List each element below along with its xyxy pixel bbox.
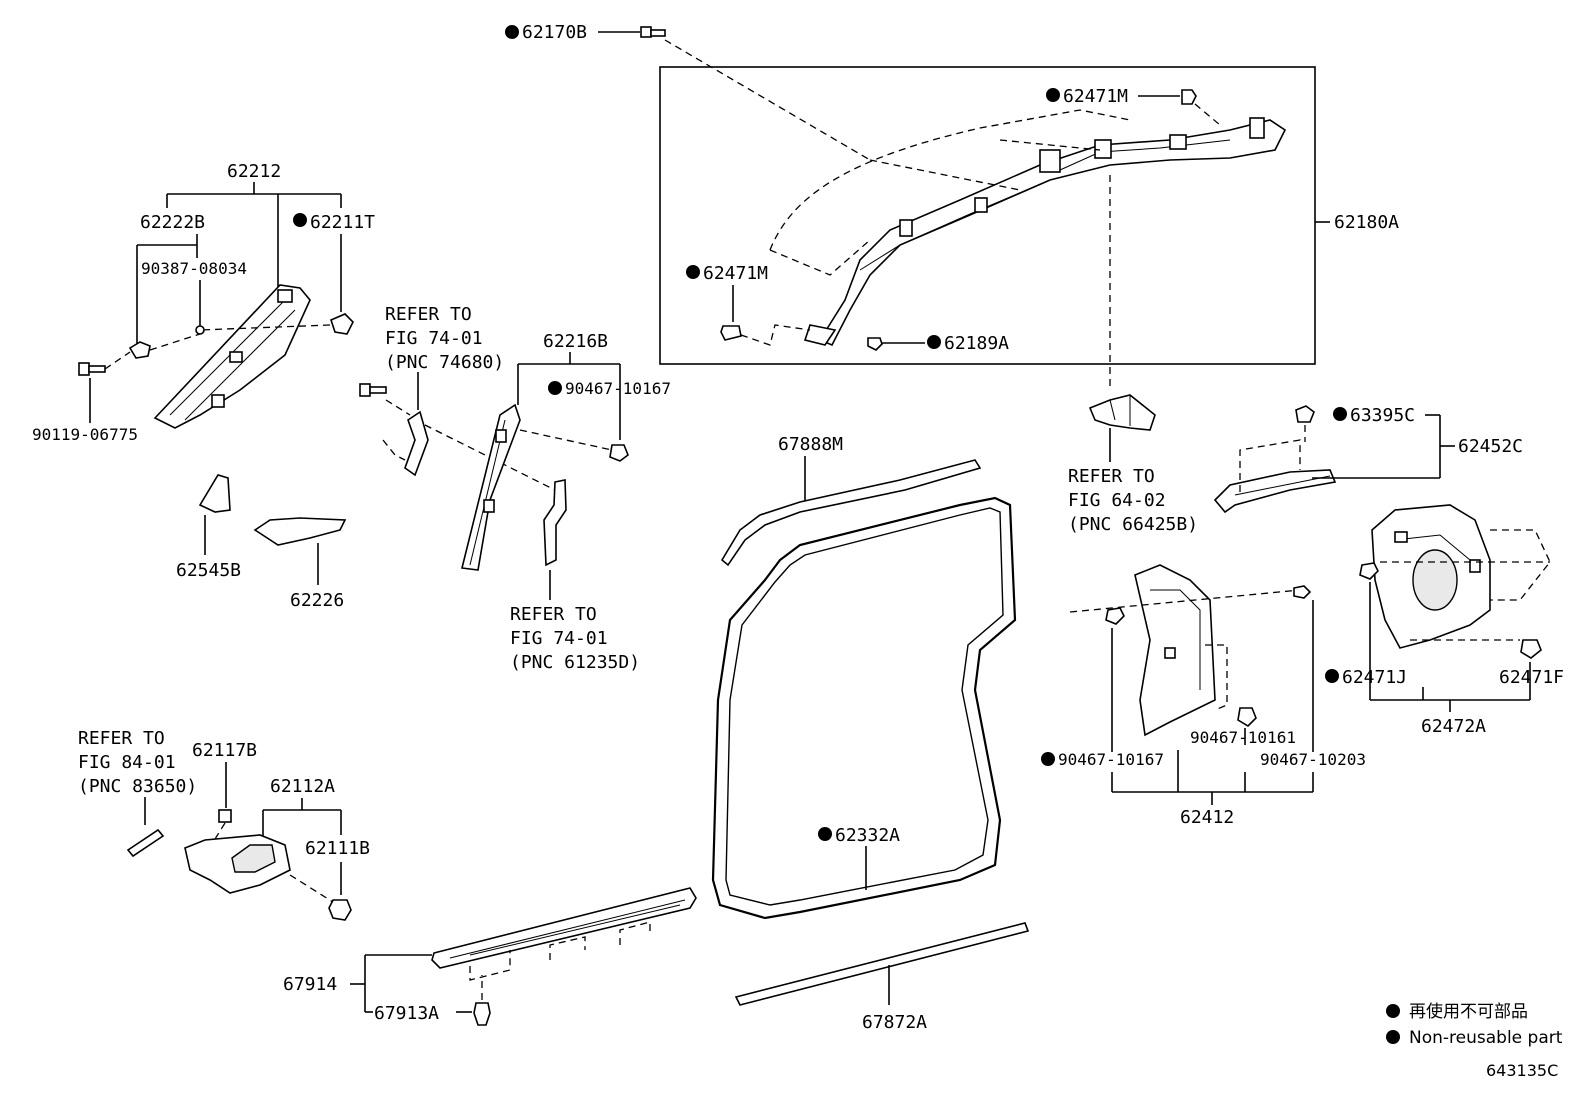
callout-67888M: 67888M — [778, 434, 843, 455]
non-reusable-dot — [505, 25, 519, 39]
door-opening-trim-62332A — [711, 496, 1017, 920]
callout-62471M-left: 62471M — [703, 263, 768, 284]
refer-fig-64-02-line1: REFER TO — [1068, 466, 1155, 487]
legend-line-2: Non-reusable part — [1409, 1028, 1563, 1048]
callout-62472A: 62472A — [1421, 716, 1486, 737]
callout-62189A: 62189A — [944, 333, 1009, 354]
bolt-74680 — [359, 383, 387, 397]
b-pillar-lower-62216B — [461, 403, 521, 571]
bracket-61235D — [543, 479, 567, 567]
callout-62212: 62212 — [227, 161, 281, 182]
callout-90467-10167-a: 90467-10167 — [565, 379, 671, 398]
stud-83650 — [126, 828, 165, 858]
callout-67914: 67914 — [283, 974, 337, 995]
refer-fig-74-01-a-line3: (PNC 74680) — [385, 352, 504, 373]
callout-62332A: 62332A — [835, 825, 900, 846]
clip-62471M-left — [720, 325, 742, 341]
rocker-weatherstrip-67872A — [734, 922, 1030, 1006]
bolt-62170B — [640, 26, 666, 38]
b-pillar-upper-62412 — [1134, 564, 1216, 737]
roof-weatherstrip-67888M — [720, 459, 982, 567]
screw-90119-06775 — [78, 362, 106, 376]
callout-62471F: 62471F — [1499, 667, 1564, 688]
callout-62111B: 62111B — [305, 838, 370, 859]
callout-90467-10203: 90467-10203 — [1260, 750, 1366, 769]
callout-63395C: 63395C — [1350, 405, 1415, 426]
callout-62545B: 62545B — [176, 560, 241, 581]
callout-90387-08034: 90387-08034 — [141, 259, 247, 278]
refer-fig-84-01-line3: (PNC 83650) — [78, 776, 197, 797]
callout-67913A: 67913A — [374, 1003, 439, 1024]
refer-fig-74-01-b-line3: (PNC 61235D) — [510, 652, 640, 673]
refer-fig-64-02-line3: (PNC 66425B) — [1068, 514, 1198, 535]
refer-fig-84-01-line1: REFER TO — [78, 728, 165, 749]
nut-62189A — [867, 337, 883, 351]
legend: 再使用不可部品 Non-reusable part — [1386, 1001, 1563, 1048]
clip-90467-10161 — [1237, 707, 1257, 728]
clip-90467-10167-b — [1105, 607, 1125, 625]
garnish-62226 — [253, 517, 347, 546]
refer-fig-74-01-a-line2: FIG 74-01 — [385, 328, 483, 349]
clip-62222B — [128, 341, 151, 359]
bracket-66425B — [1088, 394, 1156, 431]
callout-90467-10167-b: 90467-10167 — [1058, 750, 1164, 769]
callout-90467-10161: 90467-10161 — [1190, 728, 1296, 747]
clip-62471F — [1520, 639, 1542, 659]
clip-62471J — [1359, 562, 1379, 580]
garnish-62452C — [1213, 469, 1337, 514]
scuff-plate-67914 — [431, 887, 697, 981]
airbag-assembly-box — [659, 66, 1316, 365]
callout-67872A: 67872A — [862, 1012, 927, 1033]
figure-code: 643135C — [1486, 1061, 1558, 1080]
quarter-trim-62472A — [1371, 504, 1491, 649]
clip-90467-10167-a — [609, 444, 629, 462]
refer-fig-74-01-b-line1: REFER TO — [510, 604, 597, 625]
callout-62170B: 62170B — [522, 22, 587, 43]
clip-62211T — [330, 313, 354, 335]
a-pillar-garnish-62212 — [153, 284, 311, 429]
clip-62111B — [328, 899, 352, 921]
callout-62471M-top: 62471M — [1063, 86, 1128, 107]
refer-fig-74-01-a-line1: REFER TO — [385, 304, 472, 325]
clip-90467-10203 — [1293, 585, 1312, 599]
refer-fig-84-01-line2: FIG 84-01 — [78, 752, 176, 773]
bracket-74680 — [404, 410, 429, 477]
callout-62211T: 62211T — [310, 212, 375, 233]
callout-62471J: 62471J — [1342, 667, 1407, 688]
callout-62112A: 62112A — [270, 776, 335, 797]
nut-62117B — [218, 809, 232, 823]
curtain-airbag-62180A — [769, 109, 1287, 347]
kick-panel-62112A — [184, 834, 291, 894]
callout-62117B: 62117B — [192, 740, 257, 761]
clip-67913A — [473, 1002, 491, 1026]
clip-90387-08034 — [195, 325, 205, 335]
callout-62226: 62226 — [290, 590, 344, 611]
callout-62452C: 62452C — [1458, 436, 1523, 457]
refer-fig-74-01-b-line2: FIG 74-01 — [510, 628, 608, 649]
clip-62471M-top — [1181, 89, 1197, 105]
callout-90119-06775: 90119-06775 — [32, 425, 138, 444]
callout-62222B: 62222B — [140, 212, 205, 233]
legend-line-1: 再使用不可部品 — [1409, 1001, 1528, 1022]
callout-62180A: 62180A — [1334, 212, 1399, 233]
callout-62412: 62412 — [1180, 807, 1234, 828]
refer-fig-64-02-line2: FIG 64-02 — [1068, 490, 1166, 511]
clip-63395C — [1295, 405, 1315, 423]
bracket-62545B — [198, 474, 231, 513]
callout-62216B: 62216B — [543, 331, 608, 352]
